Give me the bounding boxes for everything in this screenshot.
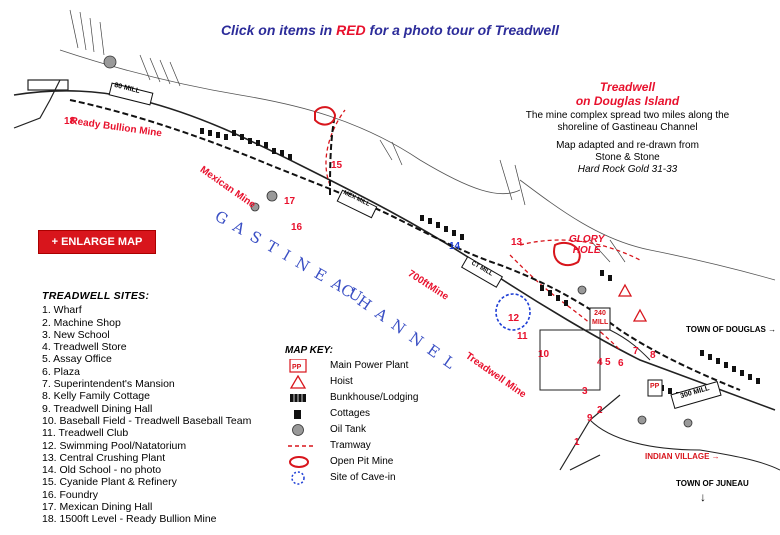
mill-240-number: 240 [594,310,606,317]
site-2-marker[interactable]: 2 [597,405,603,416]
open-pit-mines [314,106,581,267]
power-plant-icon: PP [289,359,307,373]
indian-village-label: INDIAN VILLAGE → [645,452,720,461]
site-list-item: 2. Machine Shop [42,316,121,329]
key-row-power-plant: PP Main Power Plant [285,358,418,374]
site-5-marker[interactable]: 5 [605,357,611,368]
town-of-douglas-label: TOWN OF DOUGLAS → [686,325,777,334]
key-row-oil-tank: Oil Tank [285,422,418,438]
credit-line3: Hard Rock Gold 31-33 [577,164,678,175]
power-plant-marker: PP [650,383,660,390]
railway [69,99,741,391]
map-description: The mine complex spread two miles along … [525,110,730,133]
site-18-marker[interactable]: 18 [64,116,76,127]
key-row-cave-in: Site of Cave-in [285,470,418,486]
site-8-marker[interactable]: 8 [650,350,656,361]
site-list-item: 3. New School [42,328,110,341]
site-10-marker[interactable]: 10 [538,349,550,360]
map-key-heading: MAP KEY: [285,345,333,356]
site-list-item: 4. Treadwell Store [42,341,127,354]
site-12-marker[interactable]: 12 [508,313,520,324]
site-4-marker[interactable]: 4 [597,357,603,368]
sites-list: TREADWELL SITES: 1. Wharf 2. Machine Sho… [42,290,251,526]
glory-hole-line1: GLORY [569,234,605,245]
bunkhouse-icon [290,394,306,402]
hill-hatching [69,9,626,263]
site-list-item: 8. Kelly Family Cottage [42,390,150,403]
site-6-marker[interactable]: 6 [618,358,624,369]
site-list-item: 11. Treadwell Club [42,427,129,440]
key-label: Bunkhouse/Lodging [330,392,419,403]
site-list-item: 1. Wharf [42,304,82,317]
site-list-item: 5. Assay Office [42,353,112,366]
town-roads [539,329,780,471]
site-11-marker[interactable]: 11 [517,331,528,342]
tramway-icon [288,445,315,447]
cave-in-site [495,293,531,331]
credit-line1: Map adapted and re-drawn from [556,140,699,151]
site-list-item: 6. Plaza [42,365,80,378]
site-17-marker[interactable]: 17 [284,196,296,207]
enlarge-map-button[interactable]: + ENLARGE MAP [38,230,156,254]
tramway-lines [325,109,641,351]
power-plant-symbol: PP [292,364,302,371]
site-14-marker: 14 [449,241,461,252]
headline-red-word: RED [336,22,366,38]
mill-240-word: MILL [592,319,609,326]
key-label: Oil Tank [330,424,366,435]
key-label: Main Power Plant [330,360,409,371]
map-title-block: Treadwell on Douglas Island The mine com… [515,80,740,176]
site-list-item: 15. Cyanide Plant & Refinery [42,476,177,489]
headline-suffix: for a photo tour of Treadwell [365,22,560,38]
page-headline: Click on items in RED for a photo tour o… [0,22,780,38]
sites-heading: TREADWELL SITES: [42,290,150,302]
site-list-item: 17. Mexican Dining Hall [42,501,153,514]
site-list-item: 10. Baseball Field - Treadwell Baseball … [42,414,252,427]
site-list-item: 7. Superintendent's Mansion [42,378,175,391]
upland-edge [59,49,521,195]
key-row-bunkhouse: Bunkhouse/Lodging [285,390,418,406]
key-row-open-pit: Open Pit Mine [285,454,418,470]
site-3-marker[interactable]: 3 [582,386,588,397]
credit-line2: Stone & Stone [595,152,660,163]
site-13-marker[interactable]: 13 [511,237,523,248]
key-label: Open Pit Mine [330,456,394,467]
mill-240-label: 240 MILL [592,309,608,327]
key-row-hoist: Hoist [285,374,418,390]
site-7-marker[interactable]: 7 [633,346,639,357]
site-list-item: 12. Swimming Pool/Natatorium [42,439,187,452]
town-of-juneau-label: TOWN OF JUNEAU [676,479,749,488]
hoists [617,283,648,322]
site-1-marker[interactable]: 1 [574,437,580,448]
site-list-item: 14. Old School - no photo [42,464,162,477]
site-16-marker[interactable]: 16 [291,222,303,233]
upland-edge-east [519,179,776,281]
key-row-cottages: Cottages [285,406,418,422]
key-label: Hoist [330,376,353,387]
key-row-tramway: Tramway [285,438,418,454]
site-list-item: 13. Central Crushing Plant [42,451,166,464]
key-label: Site of Cave-in [330,472,396,483]
site-list-item: 16. Foundry [42,488,99,501]
oil-tanks [103,55,693,428]
site-15-marker[interactable]: 15 [331,160,343,171]
site-9-marker[interactable]: 9 [587,413,593,424]
map-title-line2: on Douglas Island [575,94,680,108]
glory-hole-line2: HOLE [572,245,601,256]
site-list-item: 18. 1500ft Level - Ready Bullion Mine [42,513,217,526]
map-key: MAP KEY: PP Main Power Plant Hoist Bunkh… [285,345,418,486]
open-pit-icon [289,456,309,468]
map-title-line1: Treadwell [599,80,656,94]
cottage-icon [294,410,301,419]
cave-in-icon [291,471,305,485]
key-label: Cottages [330,408,371,419]
glory-hole-label[interactable]: GLORY HOLE [569,234,604,256]
oil-tank-icon [292,424,304,436]
town-of-juneau-arrow: ↓ [700,490,706,504]
headline-prefix: Click on items in [220,22,337,38]
site-list-item: 9. Treadwell Dining Hall [42,402,153,415]
hoist-icon [289,375,307,389]
key-label: Tramway [330,440,371,451]
